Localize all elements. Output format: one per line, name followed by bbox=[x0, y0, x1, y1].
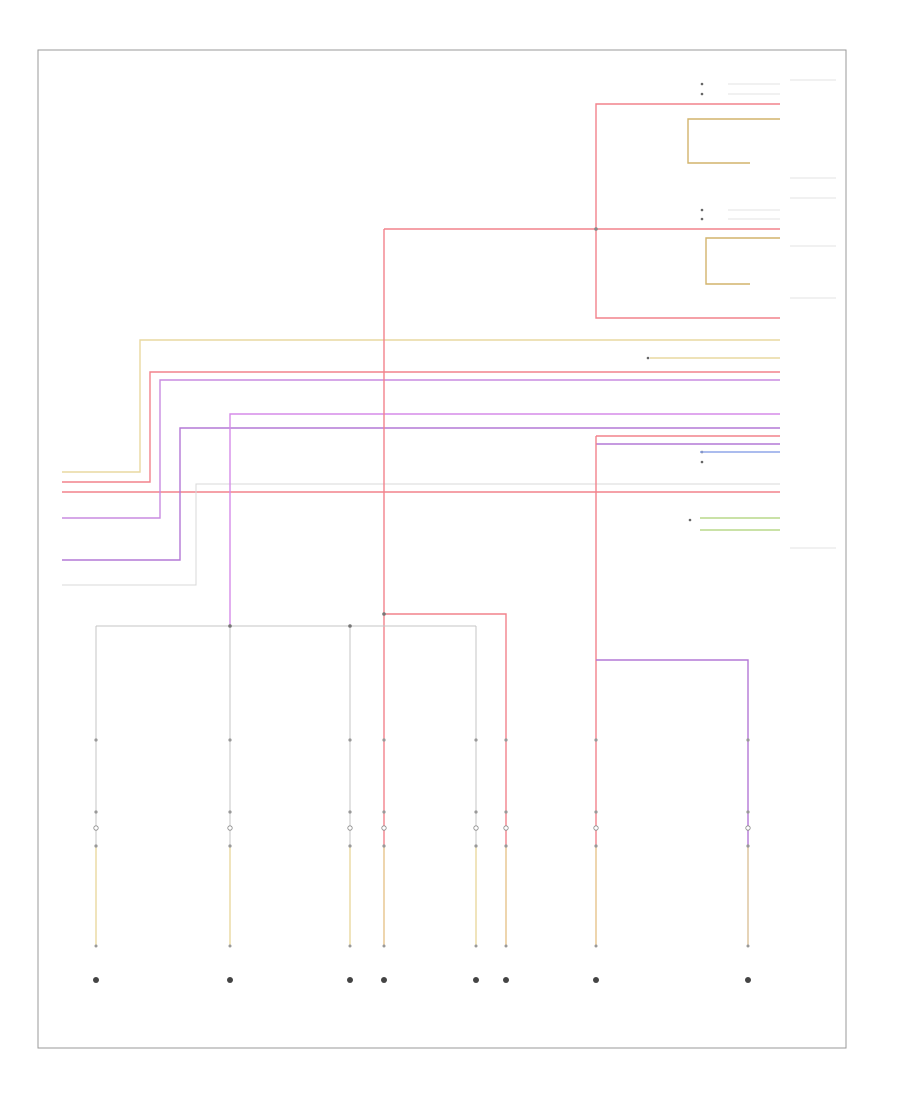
ground-icon bbox=[347, 977, 353, 983]
ground-icon bbox=[503, 977, 509, 983]
lamp-icon bbox=[745, 825, 751, 831]
ground-icon bbox=[93, 977, 99, 983]
connector-pin-icon bbox=[474, 738, 478, 742]
connector-pin-icon bbox=[594, 738, 598, 742]
splice-node-icon bbox=[348, 944, 352, 948]
ground-icon bbox=[473, 977, 479, 983]
connector-pin-icon bbox=[746, 844, 750, 848]
connector-pin-icon bbox=[746, 810, 750, 814]
lamp-icon bbox=[503, 825, 509, 831]
upper-control-unit bbox=[384, 79, 836, 522]
ground-points bbox=[93, 944, 751, 983]
splice-node-icon bbox=[474, 944, 478, 948]
splice-node-icon bbox=[382, 944, 386, 948]
connector-pin-icon bbox=[228, 844, 232, 848]
connector-pin-icon bbox=[594, 844, 598, 848]
connector-pin-icon bbox=[348, 810, 352, 814]
splice-node-icon bbox=[504, 944, 508, 948]
connector-pin-icon bbox=[504, 844, 508, 848]
connector-pin-icon bbox=[94, 738, 98, 742]
splice-node-icon bbox=[94, 944, 98, 948]
diagram-frame bbox=[37, 49, 847, 1049]
connector-pin-icon bbox=[348, 844, 352, 848]
ground-icon bbox=[593, 977, 599, 983]
connector-pin-icon bbox=[348, 738, 352, 742]
splice-node-icon bbox=[746, 944, 750, 948]
connector-pin-icon bbox=[504, 738, 508, 742]
lamp-icon bbox=[381, 825, 387, 831]
connector-pin-icon bbox=[474, 844, 478, 848]
splice-node-icon bbox=[228, 944, 232, 948]
splice-node-icon bbox=[594, 944, 598, 948]
connector-pin-icon bbox=[228, 738, 232, 742]
ground-icon bbox=[381, 977, 387, 983]
connector-pin-icon bbox=[504, 810, 508, 814]
connector-pin-icon bbox=[594, 810, 598, 814]
connector-pin-icon bbox=[228, 810, 232, 814]
ground-icon bbox=[745, 977, 751, 983]
ground-icon bbox=[227, 977, 233, 983]
lamp-icon bbox=[593, 825, 599, 831]
connector-pin-icon bbox=[94, 810, 98, 814]
connector-pin-icon bbox=[382, 844, 386, 848]
lamp-drops bbox=[93, 738, 751, 848]
lamp-icon bbox=[93, 825, 99, 831]
connector-pin-icon bbox=[94, 844, 98, 848]
connector-pin-icon bbox=[382, 738, 386, 742]
lamp-icon bbox=[347, 825, 353, 831]
connector-pin-icon bbox=[746, 738, 750, 742]
main-harness bbox=[62, 339, 780, 626]
connector-pin-icon bbox=[474, 810, 478, 814]
lamp-icon bbox=[227, 825, 233, 831]
lamp-icon bbox=[473, 825, 479, 831]
connector-pin-icon bbox=[382, 810, 386, 814]
